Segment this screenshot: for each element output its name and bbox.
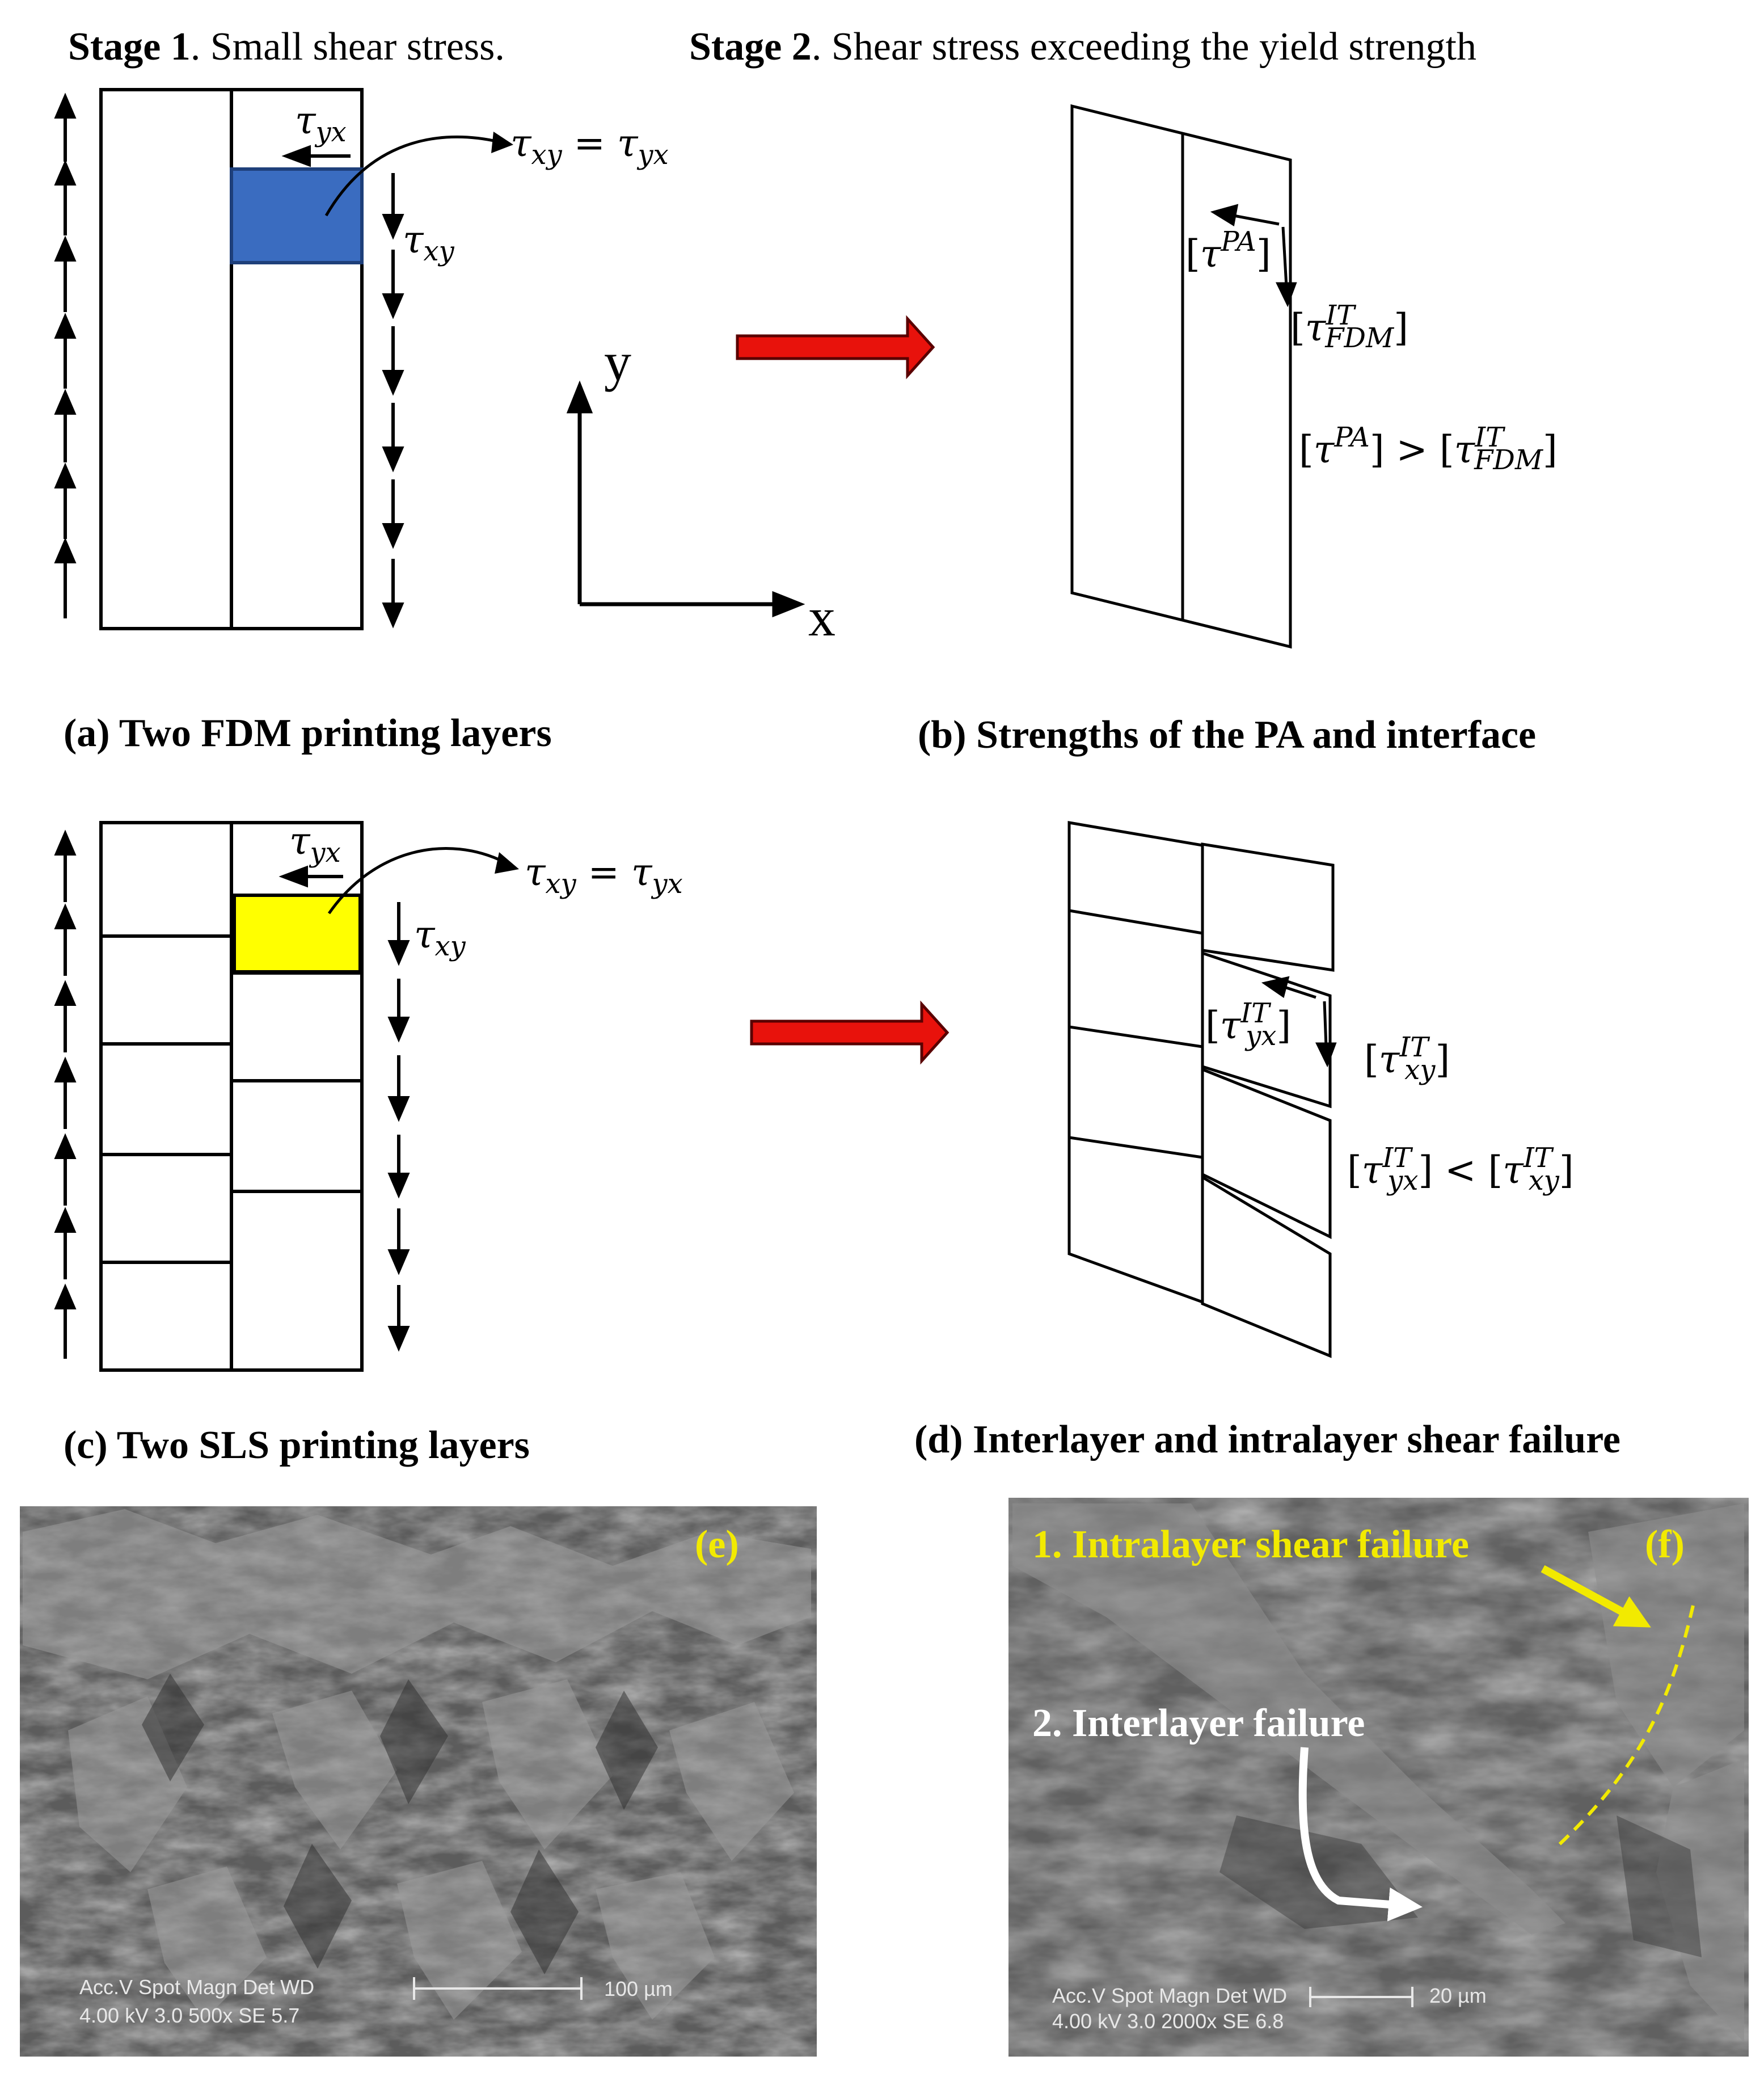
sem-f-annotation-2: 2. Interlayer failure xyxy=(1032,1701,1365,1745)
sls-right-block-4 xyxy=(1201,1174,1332,1358)
panel-a-callout-arrowhead xyxy=(491,132,513,153)
panel-c-tau-yx-arrow xyxy=(278,865,343,888)
sem-image-e: (e) Acc.V Spot Magn Det WD 4.00 kV 3.0 5… xyxy=(20,1506,817,2057)
panel-b-tau-pa: [τPA] xyxy=(1185,226,1271,276)
panel-a-left-arrows xyxy=(54,92,77,618)
panel-a-right-arrows xyxy=(382,173,404,629)
sem-e-scale-bar xyxy=(413,1977,583,2000)
panel-a-equality: τxy = τyx xyxy=(510,121,669,171)
sem-f-yellow-arrow xyxy=(1541,1565,1651,1628)
sem-f-scale-label: 20 µm xyxy=(1429,1984,1487,2007)
fdm-sheared-outline xyxy=(1070,104,1292,649)
sls-right-block-1 xyxy=(1201,842,1335,972)
sem-f-scale-bar xyxy=(1309,1987,1413,2007)
red-transition-arrow-top xyxy=(736,315,935,380)
sem-f-white-arrow xyxy=(1298,1747,1423,1922)
panel-c-tau-xy-label: τxy xyxy=(414,913,466,962)
stage1-heading: Stage 1. Small shear stress. xyxy=(68,25,505,69)
sem-e-scale-label: 100 µm xyxy=(604,1977,673,2000)
caption-c: (c) Two SLS printing layers xyxy=(64,1423,530,1467)
panel-c-tau-yx-label: τyx xyxy=(289,819,341,869)
sem-e-values: 4.00 kV 3.0 500x SE 5.7 xyxy=(79,2004,299,2027)
sem-f-header: Acc.V Spot Magn Det WD xyxy=(1052,1984,1287,2007)
y-axis-label: y xyxy=(604,331,631,392)
caption-b: (b) Strengths of the PA and interface xyxy=(918,713,1536,757)
sem-f-annotation-1: 1. Intralayer shear failure xyxy=(1032,1523,1469,1566)
sem-f-failure-trace xyxy=(1555,1605,1695,1848)
panel-a-callout-curve xyxy=(324,135,500,217)
panel-d-sheared-sls xyxy=(1067,821,1335,1358)
red-transition-arrow-bottom xyxy=(750,1000,949,1065)
fdm-stress-element xyxy=(230,167,364,264)
panel-a-tau-yx-label: τyx xyxy=(295,99,347,148)
sem-f-panel-label: (f) xyxy=(1645,1523,1685,1566)
caption-d: (d) Interlayer and intralayer shear fail… xyxy=(914,1418,1620,1461)
panel-c-sls-layers xyxy=(99,821,364,1372)
panel-b-sheared-fdm xyxy=(1070,104,1292,649)
x-axis-label: x xyxy=(808,587,835,647)
panel-c-callout-arrowhead xyxy=(495,852,519,874)
coordinate-axes xyxy=(566,380,805,618)
panel-a-fdm-layers xyxy=(99,88,364,630)
sls-right-block-3 xyxy=(1201,1067,1332,1240)
panel-c-right-arrows xyxy=(387,902,410,1352)
sls-stress-element xyxy=(233,894,362,974)
panel-d-stress-arrows xyxy=(1261,976,1337,1068)
panel-a-tau-xy-label: τxy xyxy=(403,218,455,267)
panel-b-stress-arrows xyxy=(1210,204,1297,307)
sem-e-header: Acc.V Spot Magn Det WD xyxy=(79,1975,314,1999)
panel-c-equality: τxy = τyx xyxy=(525,850,683,900)
sem-image-f: 1. Intralayer shear failure (f) 2. Inter… xyxy=(1008,1498,1749,2057)
caption-a: (a) Two FDM printing layers xyxy=(64,711,552,755)
panel-c-callout-curve xyxy=(327,847,506,915)
panel-a-tau-yx-arrow xyxy=(281,145,351,167)
panel-c-left-arrows xyxy=(54,829,77,1359)
stage2-heading: Stage 2. Shear stress exceeding the yiel… xyxy=(689,25,1476,69)
sls-left-column-outline xyxy=(1067,821,1203,1304)
sem-f-values: 4.00 kV 3.0 2000x SE 6.8 xyxy=(1052,2009,1284,2033)
sem-e-panel-label: (e) xyxy=(695,1523,739,1566)
